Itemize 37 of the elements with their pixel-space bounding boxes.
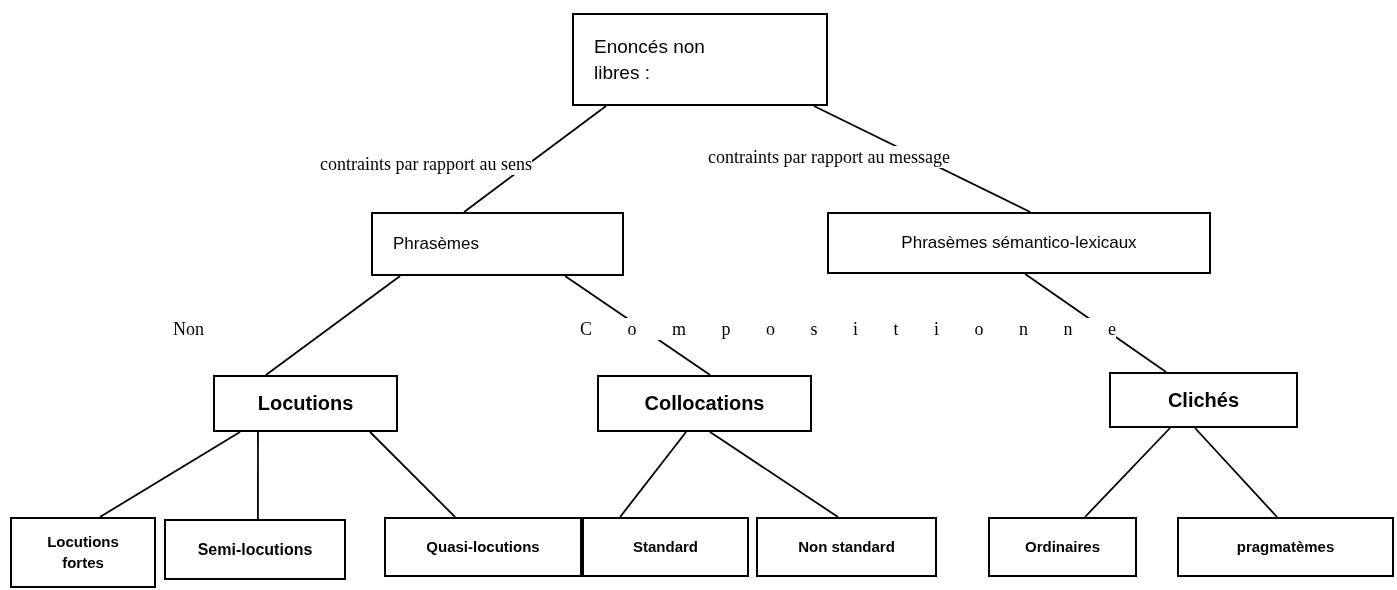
box-label: Enoncés non libres : (594, 34, 706, 85)
category-box (1109, 372, 1298, 428)
box-label: Collocations (644, 391, 765, 416)
connector-line (1194, 427, 1278, 518)
category-box (756, 517, 937, 577)
edge-label: contraints par rapport au message (708, 146, 950, 168)
connector-line (463, 105, 607, 213)
category-box (384, 517, 582, 577)
category-box (164, 519, 346, 580)
category-box (582, 517, 749, 577)
connector-line (619, 431, 687, 518)
category-box (572, 13, 828, 106)
category-box (988, 517, 1137, 577)
box-label: Non standard (798, 536, 895, 557)
connector-line (99, 431, 241, 518)
category-box (371, 212, 624, 276)
box-label: Quasi-locutions (426, 536, 540, 557)
category-box (1177, 517, 1394, 577)
connector-line (257, 431, 259, 520)
category-box (597, 375, 812, 432)
box-label: Locutions fortes (46, 532, 120, 573)
connector-line (369, 431, 456, 518)
category-box (827, 212, 1211, 274)
category-box (10, 517, 156, 588)
box-label: Semi-locutions (197, 539, 313, 560)
connector-line (1084, 427, 1171, 518)
box-label: Clichés (1167, 387, 1240, 413)
connector-line (265, 275, 401, 376)
box-label: Phrasèmes (393, 232, 479, 255)
edge-label: C o m p o s i t i o n n e (580, 318, 1116, 340)
connector-line (709, 431, 839, 518)
box-label: Ordinaires (1025, 536, 1100, 557)
box-label: Standard (633, 536, 698, 557)
box-label: pragmatèmes (1236, 536, 1335, 557)
box-label: Phrasèmes sémantico-lexicaux (901, 231, 1137, 254)
box-label: Locutions (257, 391, 354, 416)
category-box (213, 375, 398, 432)
